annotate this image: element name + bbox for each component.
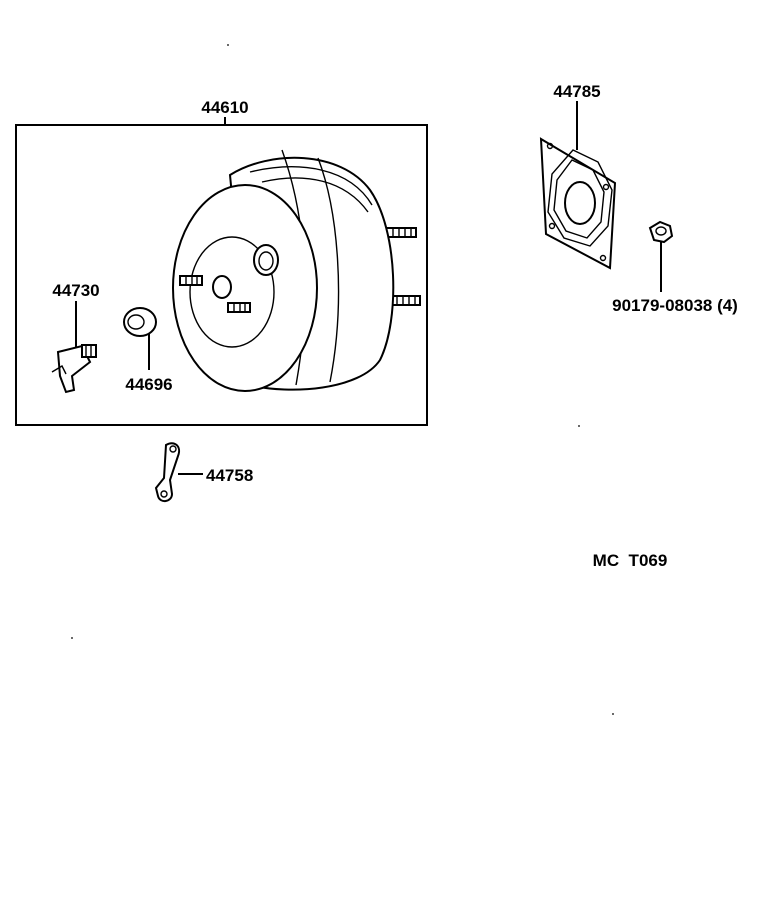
scan-speck [578,425,580,427]
grommet [123,307,157,337]
label-44610: 44610 [201,98,248,117]
label-44730: 44730 [52,281,99,300]
vacuum-port [253,244,279,276]
front-stud-left [179,275,203,286]
scan-speck [227,44,229,46]
booster-group-frame [15,124,428,426]
check-valve [51,344,97,394]
front-stud-right [227,302,251,313]
scan-speck [612,713,614,715]
scan-speck [71,637,73,639]
booster-bracket [154,442,180,502]
label-44785: 44785 [553,82,600,101]
rear-stud-lower [389,295,421,306]
booster-front-face [172,184,318,392]
label-90179-08038: 90179-08038 (4) [612,296,738,315]
label-44758: 44758 [206,466,253,485]
flange-nut [648,220,674,244]
label-44696: 44696 [125,375,172,394]
rear-stud-upper [385,227,417,238]
booster-gasket [539,137,617,270]
booster-face-recess [189,236,275,348]
push-rod-hub [212,275,232,299]
brake-booster [172,149,421,392]
diagram-reference-code: MC T069 [593,551,668,570]
